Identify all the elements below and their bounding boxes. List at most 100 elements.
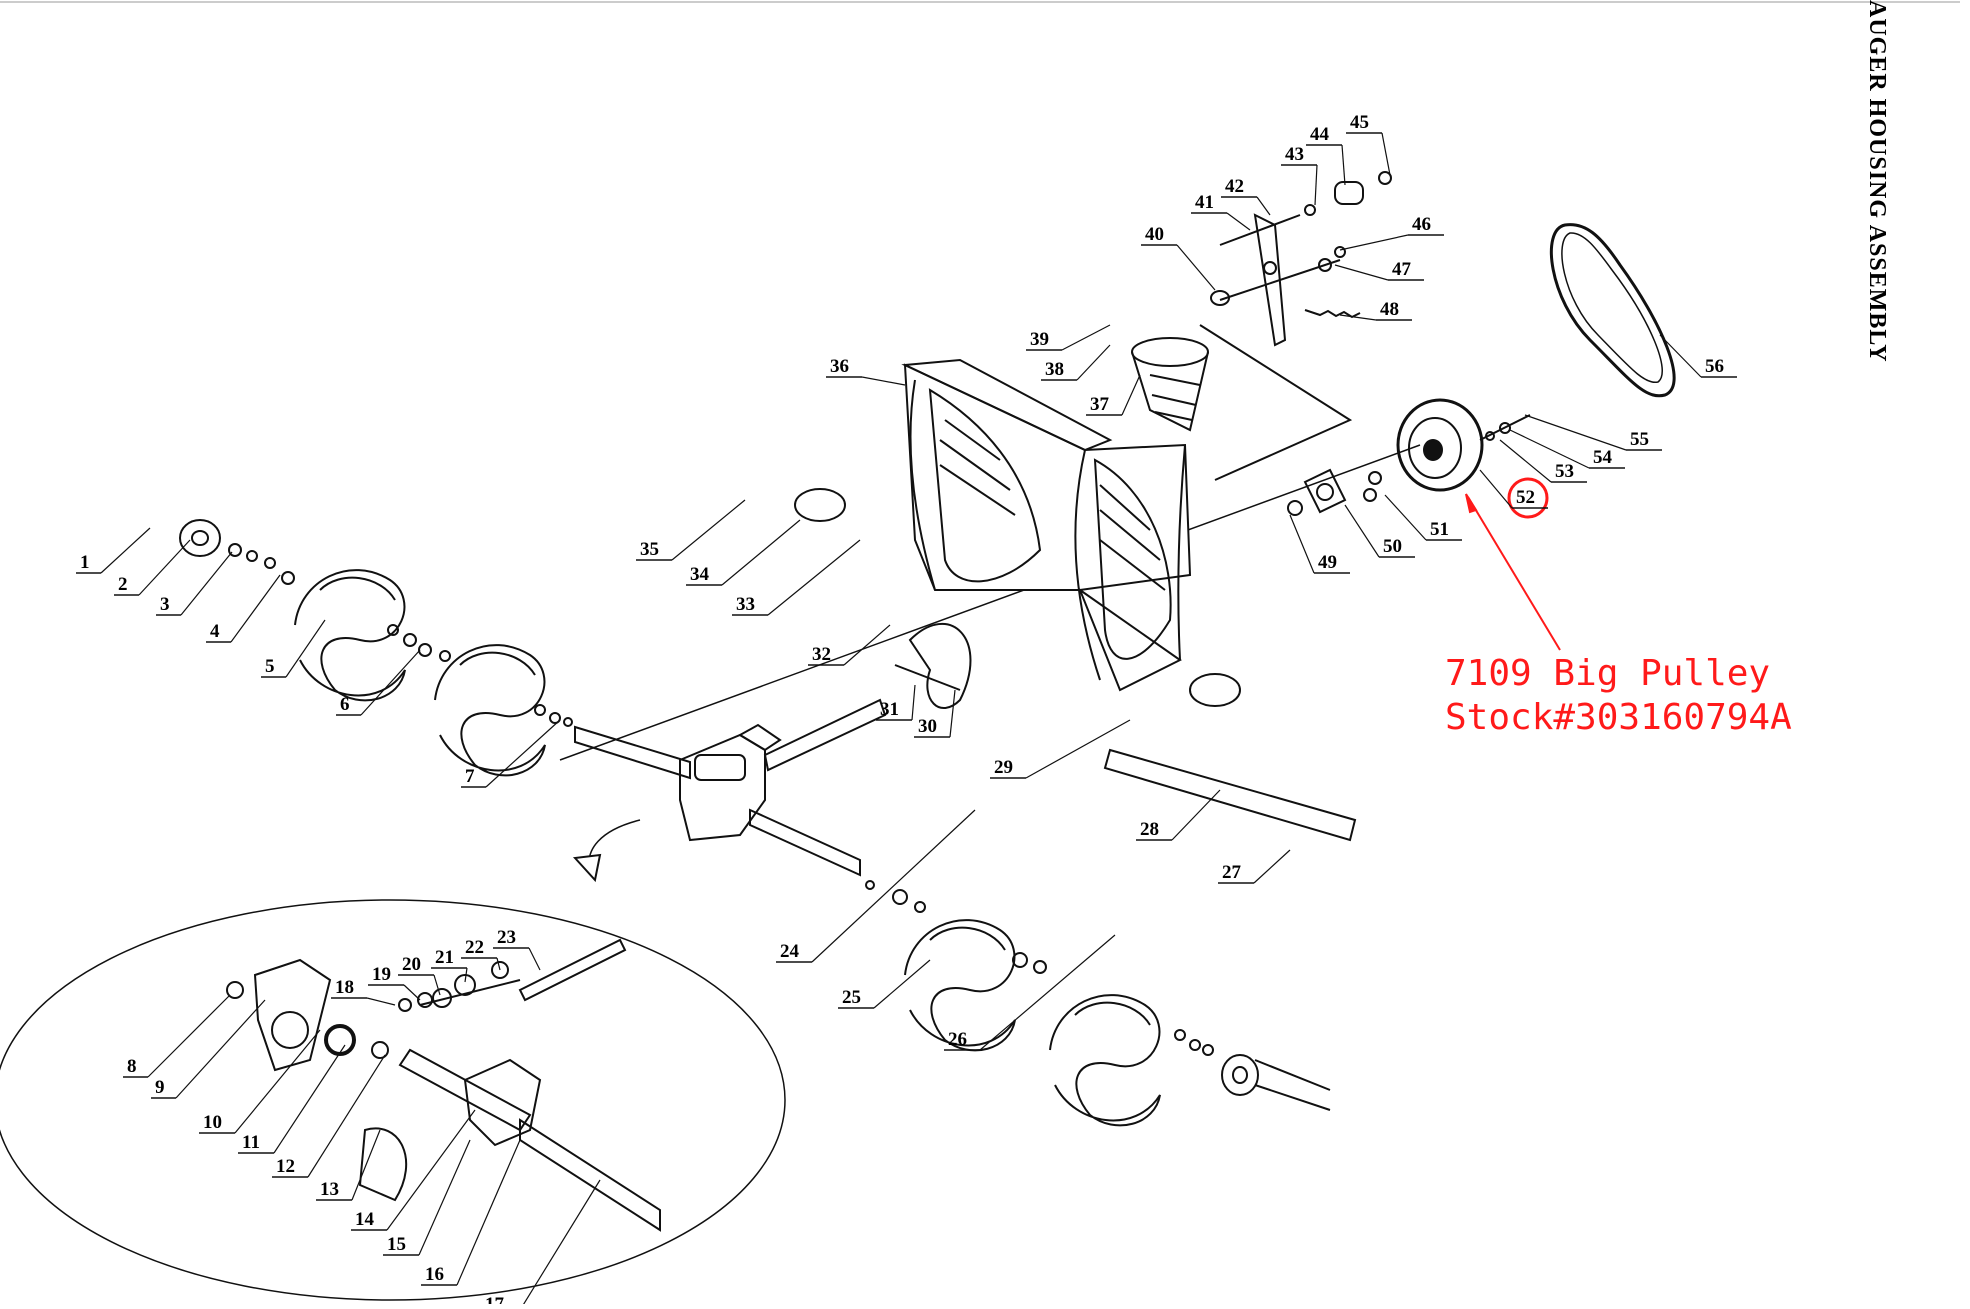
callout-line-1: 7109 Big Pulley xyxy=(1445,653,1771,694)
leader-line-3 xyxy=(180,551,233,616)
leader-line-10 xyxy=(234,1029,321,1134)
part-label-42: 42 xyxy=(1225,176,1244,197)
leader-line-39 xyxy=(1061,324,1111,351)
leader-line-4 xyxy=(230,574,281,643)
leader-line-53 xyxy=(1499,439,1552,483)
leader-line-9 xyxy=(175,999,266,1099)
callout-note: 7109 Big Pulley Stock#303160794A xyxy=(1445,652,1792,740)
part-label-16: 16 xyxy=(425,1264,444,1285)
leader-line-41 xyxy=(1226,212,1251,231)
part-label-25: 25 xyxy=(842,987,861,1008)
part-label-14: 14 xyxy=(355,1209,375,1230)
chute-bracket-shape xyxy=(1253,213,1287,347)
part-label-36: 36 xyxy=(830,356,849,377)
part-label-33: 33 xyxy=(736,594,755,615)
page-title: AUGER HOUSING ASSEMBLY xyxy=(1864,0,1890,363)
part-label-38: 38 xyxy=(1045,359,1064,380)
leader-line-16 xyxy=(456,1139,521,1286)
leader-line-20 xyxy=(433,974,441,996)
leader-line-55 xyxy=(1524,414,1627,451)
part-label-52: 52 xyxy=(1516,487,1535,508)
leader-line-25 xyxy=(873,959,931,1009)
part-label-30: 30 xyxy=(918,716,937,737)
callout-line-2: Stock#303160794A xyxy=(1445,697,1792,738)
part-labels-layer: 1234567891011121314151617181920212223242… xyxy=(76,112,1737,1309)
part-label-29: 29 xyxy=(994,757,1013,778)
auger-flight-right-inner xyxy=(904,919,1016,1052)
leader-line-6 xyxy=(360,649,421,716)
part-label-7: 7 xyxy=(465,766,475,787)
leader-line-49 xyxy=(1289,514,1315,574)
auger-housing-shape xyxy=(901,358,1192,692)
belt-shape xyxy=(1549,223,1676,398)
part-label-22: 22 xyxy=(465,937,484,958)
leader-line-50 xyxy=(1344,504,1380,558)
leader-line-7 xyxy=(485,719,561,788)
leader-line-31 xyxy=(911,684,916,721)
leader-line-54 xyxy=(1509,429,1590,469)
part-label-27: 27 xyxy=(1222,862,1242,883)
part-label-50: 50 xyxy=(1383,536,1402,557)
leader-line-18 xyxy=(366,997,396,1006)
part-label-5: 5 xyxy=(265,656,275,677)
leader-line-38 xyxy=(1076,344,1111,381)
leader-line-34 xyxy=(721,519,801,586)
leader-line-24 xyxy=(811,809,976,963)
leader-line-28 xyxy=(1171,789,1221,841)
part-label-2: 2 xyxy=(118,574,128,595)
part-label-39: 39 xyxy=(1030,329,1049,350)
leader-line-52 xyxy=(1479,469,1513,509)
leader-line-46 xyxy=(1339,234,1409,251)
leader-line-21 xyxy=(464,967,468,983)
leader-line-45 xyxy=(1381,132,1391,176)
part-label-13: 13 xyxy=(320,1179,339,1200)
part-label-21: 21 xyxy=(435,947,454,968)
part-label-41: 41 xyxy=(1195,192,1214,213)
callout-leader-line xyxy=(1467,496,1561,651)
part-label-47: 47 xyxy=(1392,259,1412,280)
auger-flight-left-inner xyxy=(434,644,546,777)
part-label-55: 55 xyxy=(1630,429,1649,450)
leader-line-23 xyxy=(528,947,541,971)
part-label-17: 17 xyxy=(485,1294,505,1304)
part-label-11: 11 xyxy=(242,1132,260,1153)
chute-ring-shape xyxy=(1131,337,1209,432)
leader-line-15 xyxy=(418,1139,471,1256)
part-label-9: 9 xyxy=(155,1077,165,1098)
leader-line-36 xyxy=(861,376,906,386)
leader-line-40 xyxy=(1176,244,1216,291)
leader-line-19 xyxy=(403,984,421,1001)
leader-line-17 xyxy=(519,1179,601,1309)
leader-line-29 xyxy=(1025,719,1131,779)
leader-line-35 xyxy=(671,499,746,561)
leader-line-26 xyxy=(979,934,1116,1051)
leader-line-48 xyxy=(1339,314,1377,321)
leader-line-56 xyxy=(1659,334,1702,378)
highlight-circle-52 xyxy=(1507,477,1549,519)
part-label-51: 51 xyxy=(1430,519,1449,540)
leader-line-13 xyxy=(351,1129,381,1201)
part-label-20: 20 xyxy=(402,954,421,975)
part-label-23: 23 xyxy=(497,927,516,948)
leader-line-37 xyxy=(1121,374,1141,416)
part-label-8: 8 xyxy=(127,1056,137,1077)
part-label-45: 45 xyxy=(1350,112,1369,133)
part-label-24: 24 xyxy=(780,941,800,962)
part-label-15: 15 xyxy=(387,1234,406,1255)
gearbox-shape xyxy=(679,723,782,842)
part-label-26: 26 xyxy=(948,1029,967,1050)
auger-flight-left-outer xyxy=(294,569,406,702)
leader-line-43 xyxy=(1314,164,1318,206)
part-label-53: 53 xyxy=(1555,461,1574,482)
part-label-35: 35 xyxy=(640,539,659,560)
part-label-4: 4 xyxy=(210,621,220,642)
part-label-32: 32 xyxy=(812,644,831,665)
leader-line-8 xyxy=(147,994,231,1078)
leader-line-51 xyxy=(1384,494,1427,541)
part-label-44: 44 xyxy=(1310,124,1330,145)
part-label-3: 3 xyxy=(160,594,170,615)
part-label-43: 43 xyxy=(1285,144,1304,165)
leader-line-22 xyxy=(496,957,501,971)
part-label-10: 10 xyxy=(203,1112,222,1133)
